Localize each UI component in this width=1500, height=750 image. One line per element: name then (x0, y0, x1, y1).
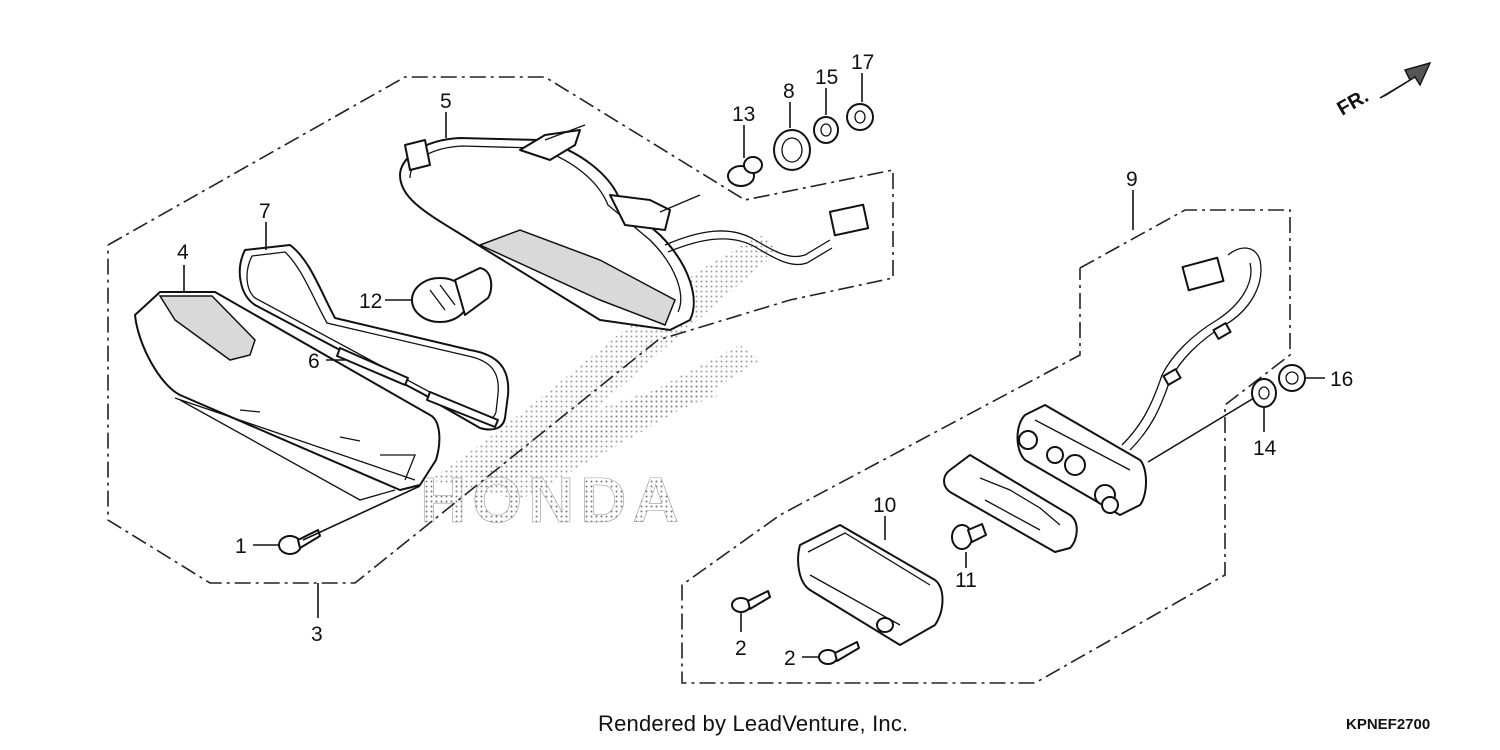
callout-numbers: 1 2 2 3 4 5 6 7 8 9 10 11 12 13 14 15 16… (177, 51, 1353, 670)
left-assembly-boundary (107, 76, 894, 584)
screw-2b (818, 641, 860, 665)
callout-17: 17 (851, 51, 874, 74)
callout-1: 1 (235, 535, 247, 558)
callout-3: 3 (311, 623, 323, 646)
grommet-14 (1251, 378, 1277, 408)
callout-4: 4 (177, 241, 189, 264)
front-direction-arrow: FR. (1334, 61, 1432, 120)
license-gasket-inner (979, 477, 1061, 531)
right-assembly-boundary (681, 209, 1291, 684)
tail-light-lens (134, 291, 441, 501)
diagram-code: KPNEF2700 (1346, 716, 1431, 733)
front-direction-label: FR. (1334, 85, 1373, 120)
callout-14: 14 (1253, 437, 1277, 460)
callout-8: 8 (783, 80, 795, 103)
housing-wire (664, 230, 831, 258)
housing-wire-2 (667, 238, 833, 266)
tail-light-housing (399, 124, 701, 331)
license-gasket (943, 454, 1078, 553)
washer (813, 116, 839, 144)
grommet (773, 129, 811, 171)
bulb (411, 267, 493, 323)
wire-clip (1162, 368, 1182, 386)
callout-12: 12 (359, 290, 382, 313)
license-connector (1181, 256, 1225, 292)
honda-watermark-text: HONDA (420, 464, 685, 536)
nut (846, 103, 874, 131)
callout-9: 9 (1126, 168, 1138, 191)
callout-2b: 2 (784, 647, 796, 670)
screw-2a (731, 590, 771, 613)
nut-16 (1278, 364, 1306, 392)
callout-11: 11 (955, 569, 977, 592)
seal-strip-2 (426, 391, 499, 428)
collar (727, 156, 763, 187)
callout-16: 16 (1330, 368, 1353, 391)
license-bulb (951, 523, 987, 550)
callout-5: 5 (440, 90, 452, 113)
leader-lines (183, 73, 1325, 658)
callout-15: 15 (815, 66, 838, 89)
seal-strip (336, 347, 409, 386)
footer-credit: Rendered by LeadVenture, Inc. (598, 711, 909, 736)
wire-clip-2 (1212, 322, 1232, 340)
callout-10: 10 (873, 494, 896, 517)
callout-2a: 2 (735, 637, 747, 660)
lens-gasket-inner (246, 251, 499, 421)
lens-gasket (238, 244, 510, 431)
housing-connector (828, 203, 870, 237)
callout-6: 6 (308, 350, 320, 373)
screw-1 (278, 529, 321, 555)
callout-7: 7 (259, 200, 271, 223)
license-light-lens (797, 524, 944, 646)
honda-wing-logo-lower (470, 380, 720, 490)
license-light-base (1016, 404, 1147, 516)
license-wire-2 (1121, 262, 1252, 446)
callout-13: 13 (732, 103, 755, 126)
